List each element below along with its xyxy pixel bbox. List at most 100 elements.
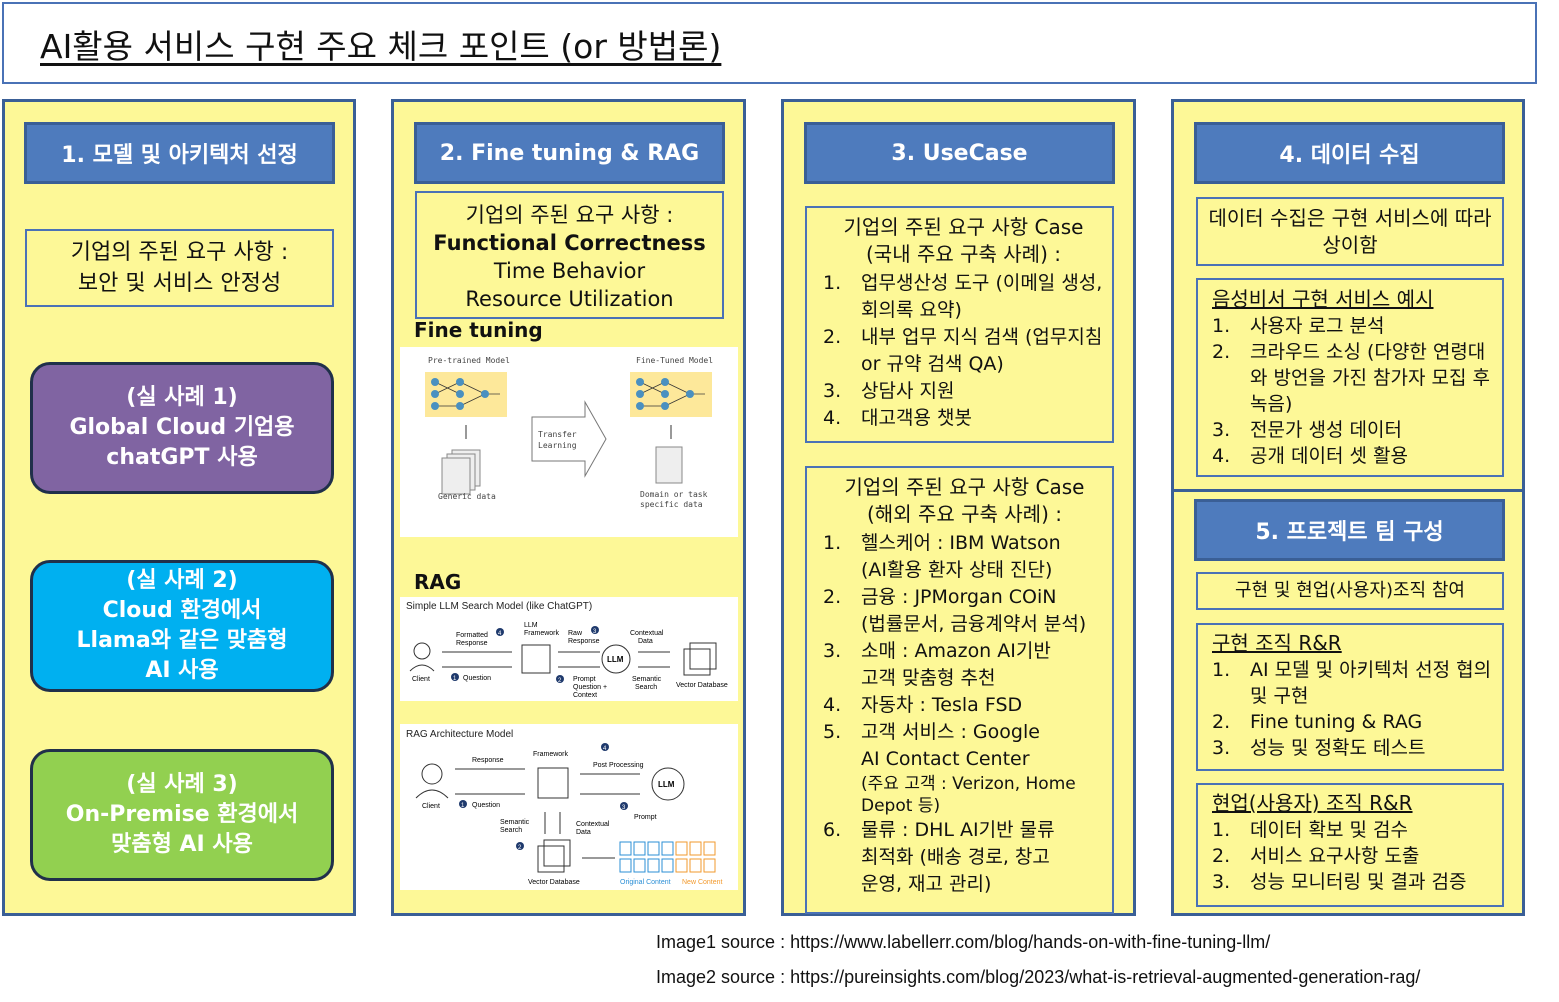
list-text: 공개 데이터 셋 활용 xyxy=(1250,445,1408,467)
list-text: 데이터 확보 및 검수 xyxy=(1250,819,1408,841)
semantic-label: Semantic xyxy=(632,676,662,683)
case-line: chatGPT 사용 xyxy=(106,445,258,470)
step-number: 4 xyxy=(603,746,607,752)
step-number: 2 xyxy=(518,845,522,851)
image1-source: Image1 source : https://www.labellerr.co… xyxy=(656,932,1271,952)
semantic-label: Search xyxy=(635,684,657,691)
fine-tuning-svg: Pre-trained Model Fine-Tuned Model Trans… xyxy=(425,356,713,509)
content-files-icon xyxy=(619,841,716,873)
requirement-box-security: 기업의 주된 요구 사항 : 보안 및 서비스 안정성 xyxy=(25,229,334,307)
cases-title: 기업의 주된 요구 사항 Case xyxy=(844,475,1085,499)
contextual-label: Contextual xyxy=(630,630,664,637)
case-study-3: (실 사례 3) On-Premise 환경에서 맞춤형 AI 사용 xyxy=(30,749,334,881)
list-number: 3. xyxy=(823,380,842,402)
response-label: Response xyxy=(472,757,504,764)
list-text: (법률문서, 금융계약서 분석) xyxy=(861,613,1087,635)
pretrained-label: Pre-trained Model xyxy=(428,356,510,365)
requirement-line: 기업의 주된 요구 사항 : xyxy=(465,203,674,227)
case-line: On-Premise 환경에서 xyxy=(65,802,299,827)
list-text: 소매 : Amazon AI기반 xyxy=(861,640,1051,662)
data-note-box: 데이터 수집은 구현 서비스에 따라 상이함 xyxy=(1196,197,1504,266)
case-line: (실 사례 2) xyxy=(126,568,238,593)
example-list: 1.사용자 로그 분석 2.크라우드 소싱 (다양한 연령대와 방언을 가진 참… xyxy=(1212,313,1496,469)
case-line: AI 사용 xyxy=(145,658,219,683)
llm-icon xyxy=(651,767,685,801)
case-study-1: (실 사례 1) Global Cloud 기업용 chatGPT 사용 xyxy=(30,362,334,494)
contextual-label: Data xyxy=(638,638,653,645)
page-title: AI활용 서비스 구현 주요 체크 포인트 (or 방법론) xyxy=(40,27,722,66)
list-item: 1.AI 모델 및 아키텍처 선정 협의 및 구현 xyxy=(1212,657,1496,709)
list-item: 1.업무생산성 도구 (이메일 생성, 회의록 요약) xyxy=(823,270,1104,324)
list-number: 1. xyxy=(1212,659,1231,681)
list-item: 1.사용자 로그 분석 xyxy=(1212,313,1496,339)
llm-label: LLM xyxy=(607,655,624,664)
cases-title: (해외 주요 구축 사례) : xyxy=(867,502,1062,526)
domain-label: Domain or task xyxy=(640,490,708,499)
list-number: 4. xyxy=(823,407,842,429)
vector-db-icon xyxy=(537,845,565,873)
requirement-box-quality: 기업의 주된 요구 사항 : Functional Correctness Ti… xyxy=(415,191,724,319)
list-item: 4. 공개 데이터 셋 활용 xyxy=(1212,443,1496,469)
case-line: Llama와 같은 맞춤형 xyxy=(76,628,288,653)
prompt-label: Prompt xyxy=(634,814,657,821)
llm-label: LLM xyxy=(658,780,675,789)
list-number: 6. xyxy=(823,819,842,841)
vectordb-label: Vector Database xyxy=(676,682,728,689)
formatted-label: Response xyxy=(456,640,488,647)
client-label: Client xyxy=(422,803,440,810)
step-number: 3 xyxy=(622,805,626,811)
rag-label: RAG xyxy=(414,570,462,594)
domestic-cases-box: 기업의 주된 요구 사항 Case (국내 주요 구축 사례) : 1.업무생산… xyxy=(805,206,1114,443)
step-number: 2 xyxy=(558,678,562,684)
llm-icon xyxy=(601,644,631,674)
prompt-label: Question + xyxy=(573,684,607,691)
case-study-2: (실 사례 2) Cloud 환경에서 Llama와 같은 맞춤형 AI 사용 xyxy=(30,560,334,692)
list-item: 2.금융 : JPMorgan COiN(법률문서, 금융계약서 분석) xyxy=(823,584,1106,638)
rag-simple-diagram: Simple LLM Search Model (like ChatGPT) C… xyxy=(400,597,738,701)
list-number: 2. xyxy=(1212,711,1231,733)
list-item: 2.크라우드 소싱 (다양한 연령대와 방언을 가진 참가자 모집 후 녹음) xyxy=(1212,339,1496,417)
step-badge xyxy=(516,842,524,850)
semantic-label: Semantic xyxy=(500,819,530,826)
list-item: 2.Fine tuning & RAG xyxy=(1212,709,1496,735)
original-content-label: Original Content xyxy=(620,879,671,886)
list-text: 고객 맞춤형 추천 xyxy=(861,667,996,689)
transfer-label: Transfer xyxy=(538,430,577,439)
new-content-label: New Content xyxy=(682,879,723,886)
framework-chip-icon xyxy=(521,644,551,674)
list-text: 상담사 지원 xyxy=(861,380,955,402)
requirement-line: Time Behavior xyxy=(493,259,646,283)
case-line: 맞춤형 AI 사용 xyxy=(111,832,253,857)
list-number: 4. xyxy=(1212,445,1231,467)
framework-label: Framework xyxy=(533,751,569,758)
list-item: 2.내부 업무 지식 검색 (업무지침 or 규약 검색 QA) xyxy=(823,324,1104,378)
rag-architecture-diagram: RAG Architecture Model Client Response 1… xyxy=(400,724,738,890)
list-text: 물류 : DHL AI기반 물류 xyxy=(861,819,1055,841)
rag-arch-title: RAG Architecture Model xyxy=(406,729,513,740)
question-label: Question xyxy=(472,802,500,809)
overseas-cases-box: 기업의 주된 요구 사항 Case (해외 주요 구축 사례) : 1.헬스케어… xyxy=(805,466,1114,914)
fine-tuning-label: Fine tuning xyxy=(414,318,543,342)
generic-data-icon xyxy=(441,449,481,495)
list-item: 3. 상담사 지원 xyxy=(823,378,1104,405)
list-number: 3. xyxy=(1212,871,1231,893)
list-text: 업무생산성 도구 (이메일 생성, 회의록 요약) xyxy=(861,272,1103,321)
contextual-label: Contextual xyxy=(576,821,610,828)
case-line: (실 사례 3) xyxy=(126,772,238,797)
client-icon xyxy=(409,664,435,672)
step-badge xyxy=(459,800,467,808)
transfer-arrow-icon xyxy=(531,400,607,478)
section-divider xyxy=(1171,489,1525,492)
question-label: Question xyxy=(463,675,491,682)
list-text: 전문가 생성 데이터 xyxy=(1250,419,1402,441)
vector-db-icon xyxy=(689,642,717,670)
list-item: 3.전문가 생성 데이터 xyxy=(1212,417,1496,443)
rag-simple-title: Simple LLM Search Model (like ChatGPT) xyxy=(406,601,592,612)
domestic-cases-list: 1.업무생산성 도구 (이메일 생성, 회의록 요약) 2.내부 업무 지식 검… xyxy=(823,270,1104,432)
finetuned-label: Fine-Tuned Model xyxy=(636,356,713,365)
rr-title: 현업(사용자) 조직 R&R xyxy=(1212,791,1413,815)
raw-label: Response xyxy=(568,638,600,645)
raw-label: Raw xyxy=(568,630,583,637)
list-number: 1. xyxy=(1212,819,1231,841)
